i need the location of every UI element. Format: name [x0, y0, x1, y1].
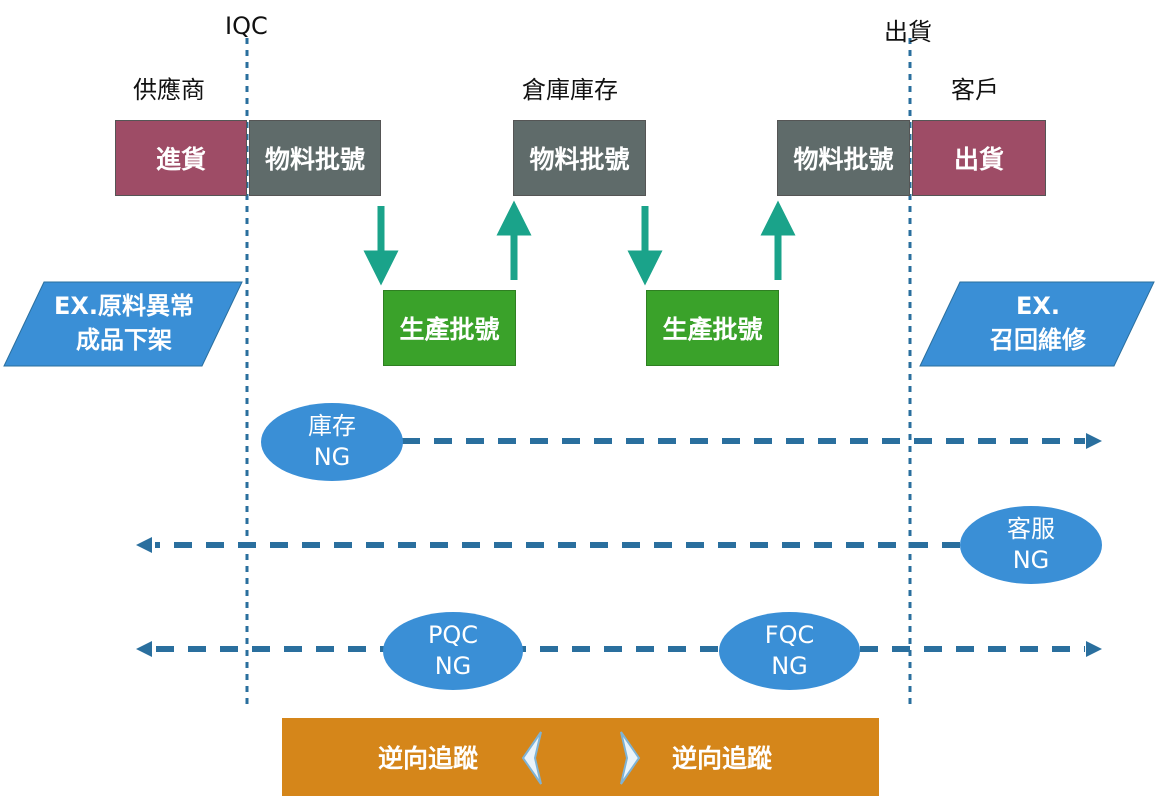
chevron-right-icon: [620, 731, 641, 785]
warehouse-label: 倉庫庫存: [522, 76, 618, 104]
inventory-trace-arrowhead: [1086, 433, 1102, 449]
service-ng-line1: 客服: [1007, 514, 1055, 543]
qc-trace-arrowhead-right: [1086, 641, 1102, 657]
reverse-trace-bar: [282, 718, 879, 796]
fqc-ng-ellipse: FQC NG: [719, 612, 860, 690]
material-lot-box-2: 物料批號: [513, 120, 646, 196]
incoming-box: 進貨: [115, 120, 247, 196]
material-lot-box-1: 物料批號: [249, 120, 381, 196]
pqc-ng-ellipse: PQC NG: [383, 612, 523, 690]
supplier-label: 供應商: [133, 76, 205, 104]
service-ng-ellipse: 客服 NG: [960, 506, 1102, 584]
service-trace-arrowhead: [136, 537, 152, 553]
reverse-trace-left-label: 逆向追蹤: [378, 744, 479, 773]
inventory-ng-ellipse: 庫存 NG: [261, 403, 403, 481]
inventory-ng-line1: 庫存: [308, 411, 356, 440]
iqc-label: IQC: [225, 12, 268, 40]
qc-trace-arrowhead-left: [136, 641, 152, 657]
outgoing-box: 出貨: [912, 120, 1046, 196]
material-lot-box-3: 物料批號: [777, 120, 910, 196]
service-ng-line2: NG: [1012, 546, 1050, 574]
production-lot-box-1: 生產批號: [383, 290, 516, 366]
pqc-ng-line2: NG: [434, 652, 472, 680]
chevron-left-icon: [521, 731, 542, 785]
example-right-line1: EX.: [1015, 292, 1060, 321]
example-right-text: EX. 召回維修: [940, 282, 1136, 366]
inventory-ng-line2: NG: [313, 443, 351, 471]
example-left-text: EX.原料異常 成品下架: [24, 282, 224, 366]
production-lot-box-2: 生產批號: [646, 290, 779, 366]
example-left-shape: [3, 281, 243, 367]
pqc-ng-line1: PQC: [427, 620, 479, 649]
example-left-line2: 成品下架: [76, 326, 172, 354]
fqc-ng-line1: FQC: [764, 620, 815, 649]
ship-label: 出貨: [884, 18, 932, 46]
reverse-trace-right-label: 逆向追蹤: [672, 744, 773, 773]
example-right-line2: 召回維修: [990, 326, 1086, 354]
fqc-ng-line2: NG: [771, 652, 808, 680]
example-left-line1: EX.原料異常: [53, 292, 194, 321]
customer-label: 客戶: [951, 76, 999, 104]
example-right-shape: [919, 281, 1155, 367]
